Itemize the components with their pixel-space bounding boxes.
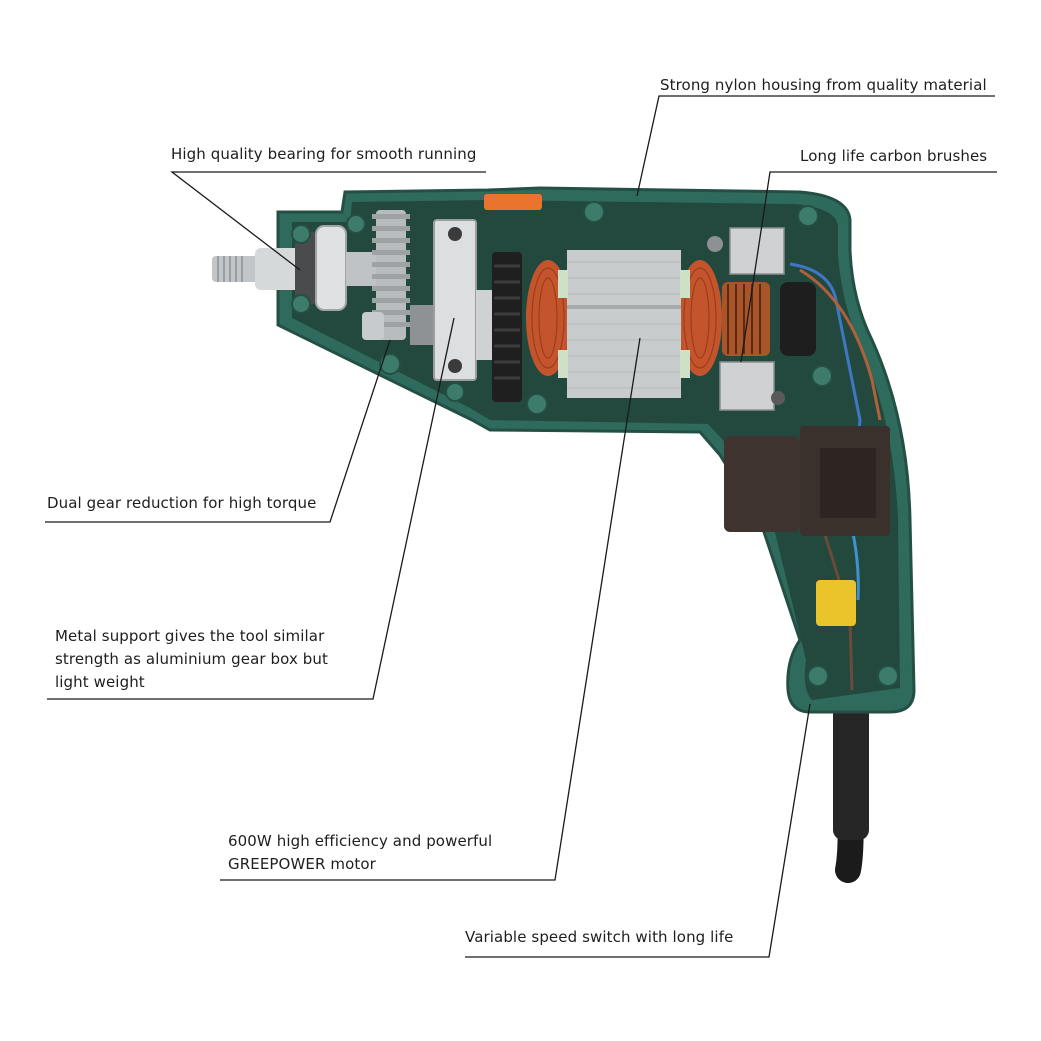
callout-metal-support-line-3: light weight	[55, 673, 145, 691]
callout-metal-support-line-2: strength as aluminium gear box but	[55, 650, 328, 668]
metal-support	[433, 219, 492, 381]
callout-motor-line-2: GREEPOWER motor	[228, 855, 376, 873]
gear	[362, 210, 434, 345]
power-cord	[833, 677, 869, 883]
callout-carbon-brushes: Long life carbon brushes	[800, 147, 988, 165]
cooling-fan	[492, 252, 522, 402]
carbon-brushes	[707, 227, 785, 411]
speed-switch	[724, 426, 890, 536]
callout-motor: 600W high efficiency and powerful GREEPO…	[228, 830, 492, 876]
callout-metal-support: Metal support gives the tool similar str…	[55, 625, 328, 694]
callout-motor-line-1: 600W high efficiency and powerful	[228, 832, 493, 850]
commutator	[722, 282, 816, 356]
callout-gear-reduction: Dual gear reduction for high torque	[47, 494, 317, 512]
screw-bosses	[291, 201, 899, 687]
callout-housing: Strong nylon housing from quality materi…	[660, 76, 987, 94]
motor	[526, 250, 722, 398]
trigger-lock-button	[484, 194, 542, 210]
capacitor	[816, 580, 856, 626]
callout-bearing: High quality bearing for smooth running	[171, 145, 477, 163]
callout-speed-switch: Variable speed switch with long life	[465, 928, 734, 946]
callout-metal-support-line-1: Metal support gives the tool similar	[55, 627, 325, 645]
leader-lines	[45, 95, 997, 958]
